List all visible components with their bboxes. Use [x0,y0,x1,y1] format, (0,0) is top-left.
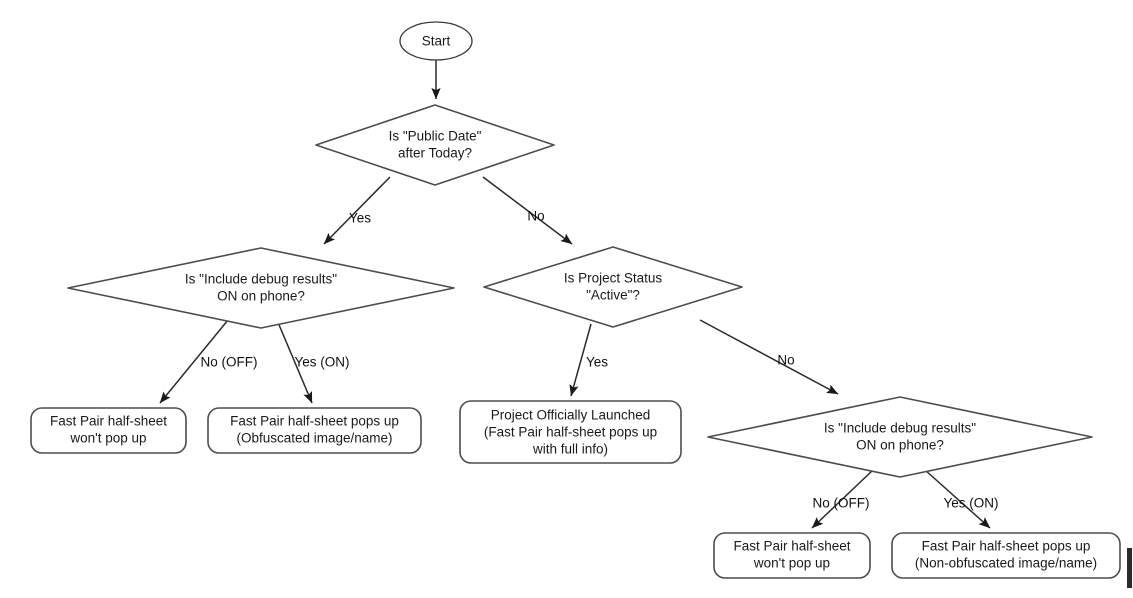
terminal-left-no-line2: won't pop up [69,431,146,446]
node-start[interactable]: Start [399,21,473,61]
debug-left-line1: Is "Include debug results" [185,272,337,287]
edge-project-status-no [699,319,839,395]
debug-left-line2: ON on phone? [217,289,305,304]
debug-right-diamond-shape [707,396,1093,478]
node-terminal-left-yes[interactable]: Fast Pair half-sheet pops up (Obfuscated… [207,407,422,454]
node-terminal-right-yes[interactable]: Fast Pair half-sheet pops up (Non-obfusc… [891,532,1121,579]
terminal-left-yes-line2: (Obfuscated image/name) [236,431,392,446]
edge-label-project-status-no: No [777,353,794,368]
public-date-diamond-shape [315,104,555,186]
terminal-left-no-line1: Fast Pair half-sheet [50,414,167,429]
edge-labels-layer: Yes No No (OFF) Yes (ON) Yes No No (OFF)… [201,209,999,511]
terminal-right-no-line1: Fast Pair half-sheet [733,539,850,554]
edge-label-debug-left-no: No (OFF) [201,355,258,370]
terminal-left-yes-shape [207,407,422,454]
node-decision-project-status[interactable]: Is Project Status "Active"? [483,246,743,328]
terminal-right-no-line2: won't pop up [753,556,830,571]
terminal-right-yes-shape [891,532,1121,579]
terminal-right-yes-line2: (Non-obfuscated image/name) [915,556,1097,571]
terminal-launched-line2: (Fast Pair half-sheet pops up [484,425,657,440]
public-date-line1: Is "Public Date" [389,129,482,144]
terminal-launched-shape [459,400,682,464]
node-terminal-left-no[interactable]: Fast Pair half-sheet won't pop up [30,407,187,454]
start-label: Start [422,34,451,49]
edge-debug-right-yes [924,469,991,529]
terminal-left-no-shape [30,407,187,454]
page-edge-artifact [1127,548,1132,588]
node-decision-public-date[interactable]: Is "Public Date" after Today? [315,104,555,186]
terminal-left-yes-line1: Fast Pair half-sheet pops up [230,414,399,429]
edge-public-date-no [482,176,573,245]
edge-label-debug-right-yes: Yes (ON) [943,496,998,511]
edge-label-debug-right-no: No (OFF) [813,496,870,511]
debug-right-line2: ON on phone? [856,438,944,453]
terminal-right-no-shape [713,532,871,579]
edge-debug-right-no [811,469,874,529]
debug-left-diamond-shape [67,247,455,329]
edges-layer [159,60,991,529]
edge-debug-left-yes [276,319,313,404]
debug-right-line1: Is "Include debug results" [824,421,976,436]
terminal-launched-line1: Project Officially Launched [491,408,651,423]
node-terminal-launched[interactable]: Project Officially Launched (Fast Pair h… [459,400,682,464]
edge-debug-left-no [159,319,229,404]
node-decision-debug-left[interactable]: Is "Include debug results" ON on phone? [67,247,455,329]
edge-label-project-status-yes: Yes [586,355,608,370]
terminal-launched-line3: with full info) [532,442,608,457]
edge-public-date-yes [323,176,391,245]
node-decision-debug-right[interactable]: Is "Include debug results" ON on phone? [707,396,1093,478]
start-ellipse-shape [399,21,473,61]
project-status-line2: "Active"? [586,288,640,303]
edge-label-public-date-yes: Yes [349,211,371,226]
project-status-diamond-shape [483,246,743,328]
terminal-right-yes-line1: Fast Pair half-sheet pops up [922,539,1091,554]
node-terminal-right-no[interactable]: Fast Pair half-sheet won't pop up [713,532,871,579]
public-date-line2: after Today? [398,146,472,161]
edge-label-debug-left-yes: Yes (ON) [294,355,349,370]
edge-label-public-date-no: No [527,209,544,224]
project-status-line1: Is Project Status [564,271,663,286]
edge-project-status-yes [569,323,592,397]
